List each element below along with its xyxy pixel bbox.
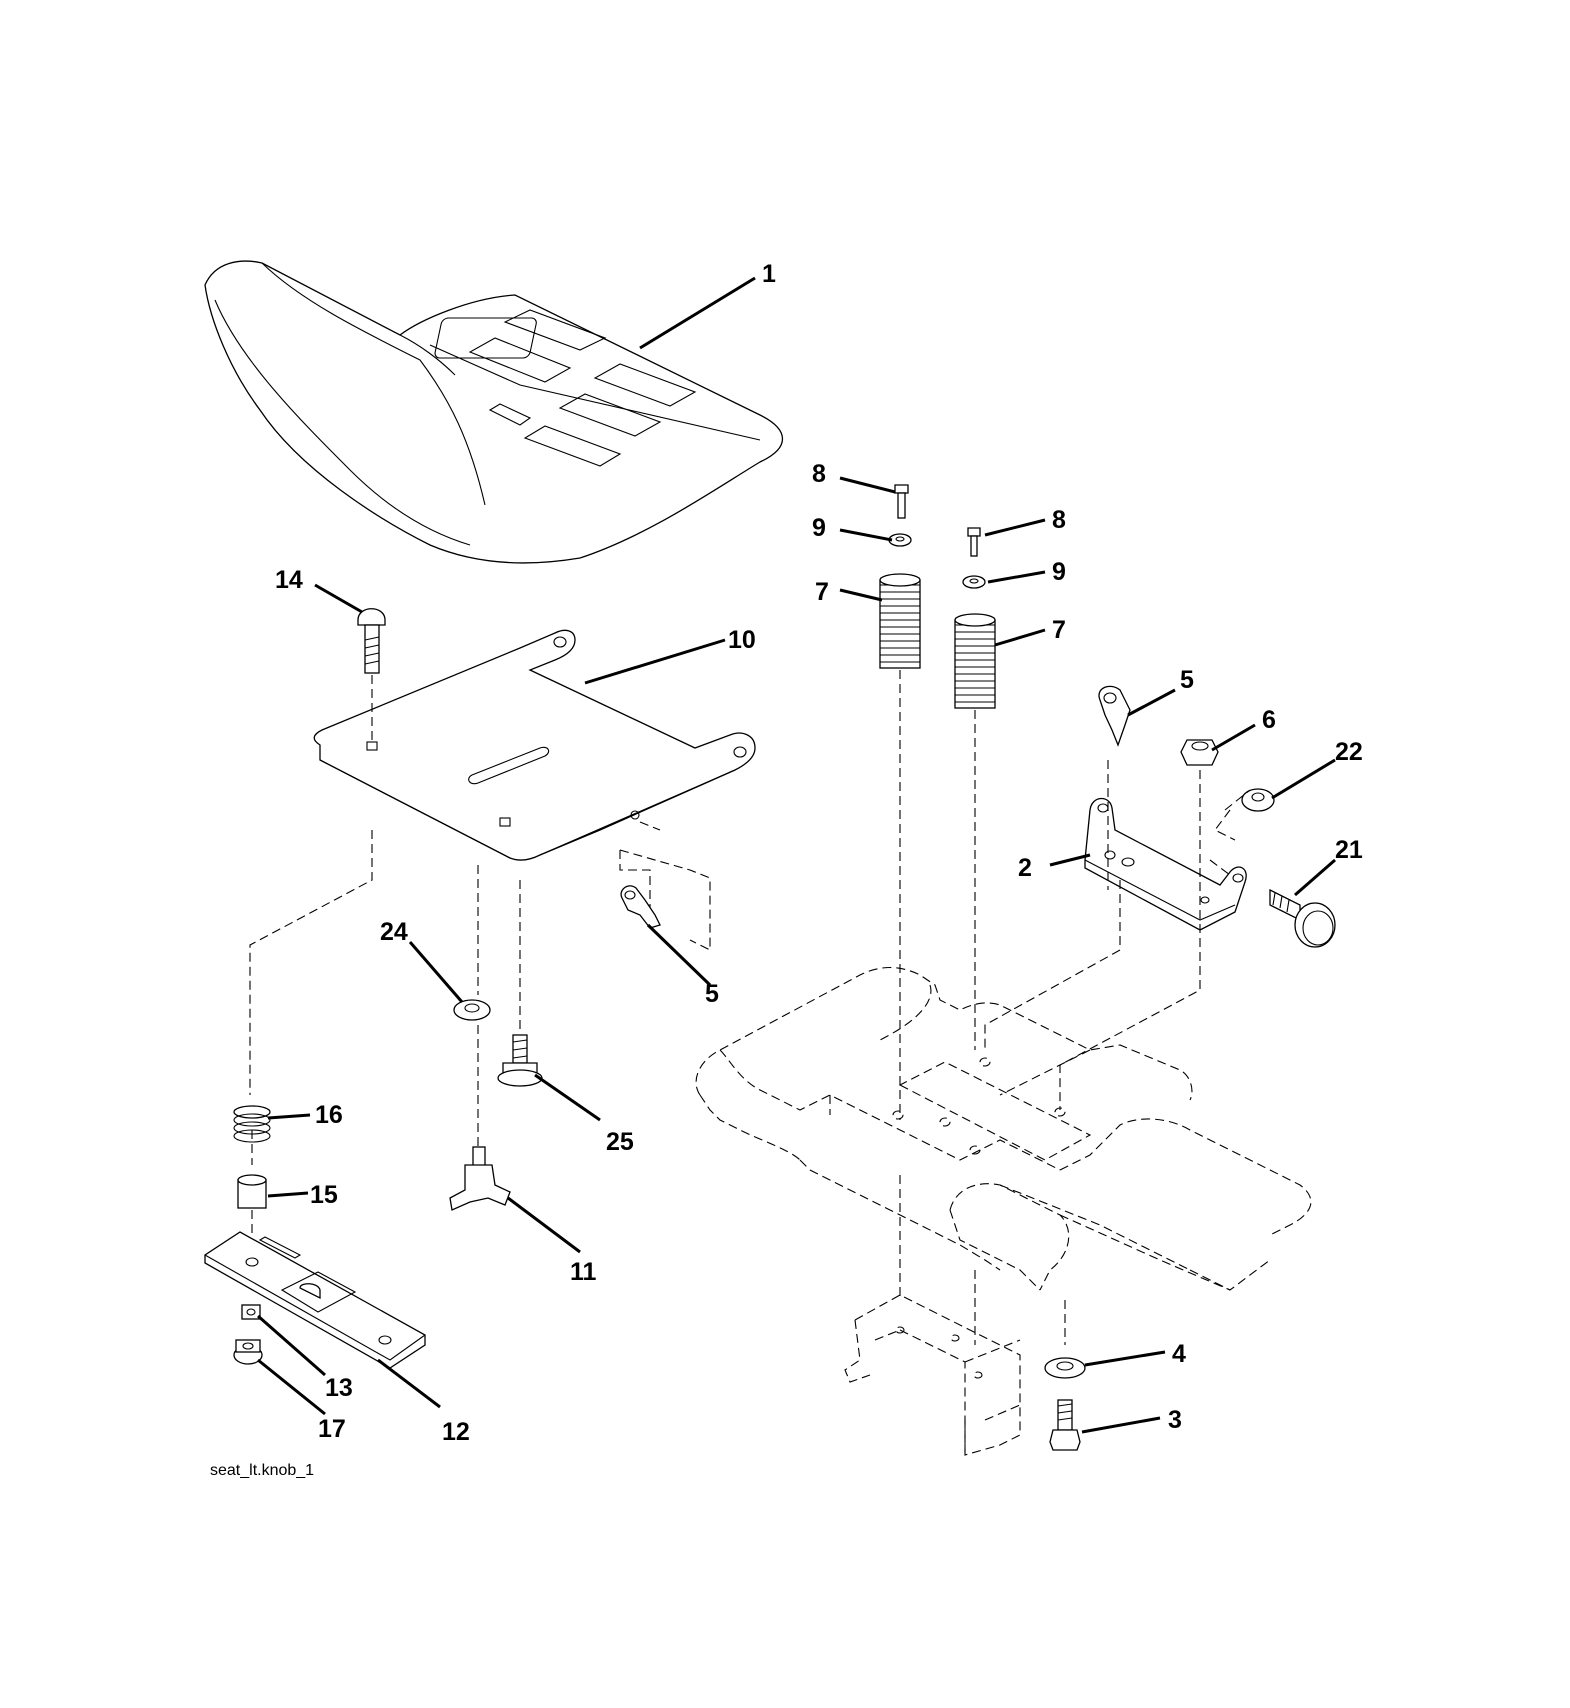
spring-part-right bbox=[954, 613, 996, 709]
callout-22: 22 bbox=[1335, 738, 1363, 766]
washer-part bbox=[453, 999, 491, 1021]
callout-2: 2 bbox=[1018, 854, 1032, 882]
bracket-part bbox=[1084, 797, 1247, 931]
callout-17: 17 bbox=[318, 1415, 346, 1443]
callout-9-right: 9 bbox=[1052, 558, 1066, 586]
callout-6: 6 bbox=[1262, 706, 1276, 734]
knob-part bbox=[449, 1146, 511, 1211]
screw-part-right bbox=[967, 527, 981, 557]
callout-1: 1 bbox=[762, 260, 776, 288]
carriage-bolt-part bbox=[357, 608, 386, 674]
screw-part-left bbox=[894, 484, 909, 519]
bracket-plate-part bbox=[204, 1231, 426, 1369]
nut-part-22 bbox=[1241, 788, 1275, 812]
frame-outline bbox=[695, 967, 1312, 1345]
spacer-part bbox=[237, 1174, 267, 1209]
spring-part-left bbox=[879, 573, 921, 669]
callout-8-left: 8 bbox=[812, 460, 826, 488]
shoulder-bolt-part bbox=[497, 1034, 543, 1087]
callout-7-right: 7 bbox=[1052, 616, 1066, 644]
callout-15: 15 bbox=[310, 1181, 338, 1209]
callout-3: 3 bbox=[1168, 1406, 1182, 1434]
callout-9-left: 9 bbox=[812, 514, 826, 542]
seat-pan-part bbox=[313, 629, 756, 861]
spring-part-small bbox=[233, 1105, 271, 1143]
callout-21: 21 bbox=[1335, 836, 1363, 864]
lockwasher-part-left bbox=[888, 533, 912, 547]
hex-nut-part bbox=[1180, 739, 1219, 766]
clip-part-left bbox=[620, 885, 661, 929]
callout-25: 25 bbox=[606, 1128, 634, 1156]
callout-4: 4 bbox=[1172, 1340, 1186, 1368]
figure-filename: seat_lt.knob_1 bbox=[210, 1462, 314, 1479]
seat-part bbox=[204, 260, 784, 564]
callout-5-left: 5 bbox=[705, 980, 719, 1008]
flange-nut-part bbox=[233, 1339, 263, 1365]
clip-part-right bbox=[1098, 685, 1131, 747]
callout-12: 12 bbox=[442, 1418, 470, 1446]
callout-24: 24 bbox=[380, 918, 408, 946]
bolt-part-21 bbox=[1269, 888, 1336, 948]
lockwasher-part-right bbox=[962, 575, 986, 589]
callout-8-right: 8 bbox=[1052, 506, 1066, 534]
callout-16: 16 bbox=[315, 1101, 343, 1129]
callout-5-right: 5 bbox=[1180, 666, 1194, 694]
nut-part bbox=[241, 1304, 261, 1320]
callout-14: 14 bbox=[275, 566, 303, 594]
washer-part-4 bbox=[1044, 1357, 1086, 1379]
callout-10: 10 bbox=[728, 626, 756, 654]
callout-labels: 1 2 3 4 5 5 6 7 7 8 8 9 9 10 11 12 13 14… bbox=[275, 260, 1363, 1446]
bolt-part-3 bbox=[1049, 1399, 1081, 1451]
lower-bracket-outline bbox=[844, 1294, 1021, 1456]
callout-13: 13 bbox=[325, 1374, 353, 1402]
leader-lines bbox=[257, 276, 1336, 1434]
callout-11: 11 bbox=[570, 1258, 597, 1286]
callout-7-left: 7 bbox=[815, 578, 829, 606]
